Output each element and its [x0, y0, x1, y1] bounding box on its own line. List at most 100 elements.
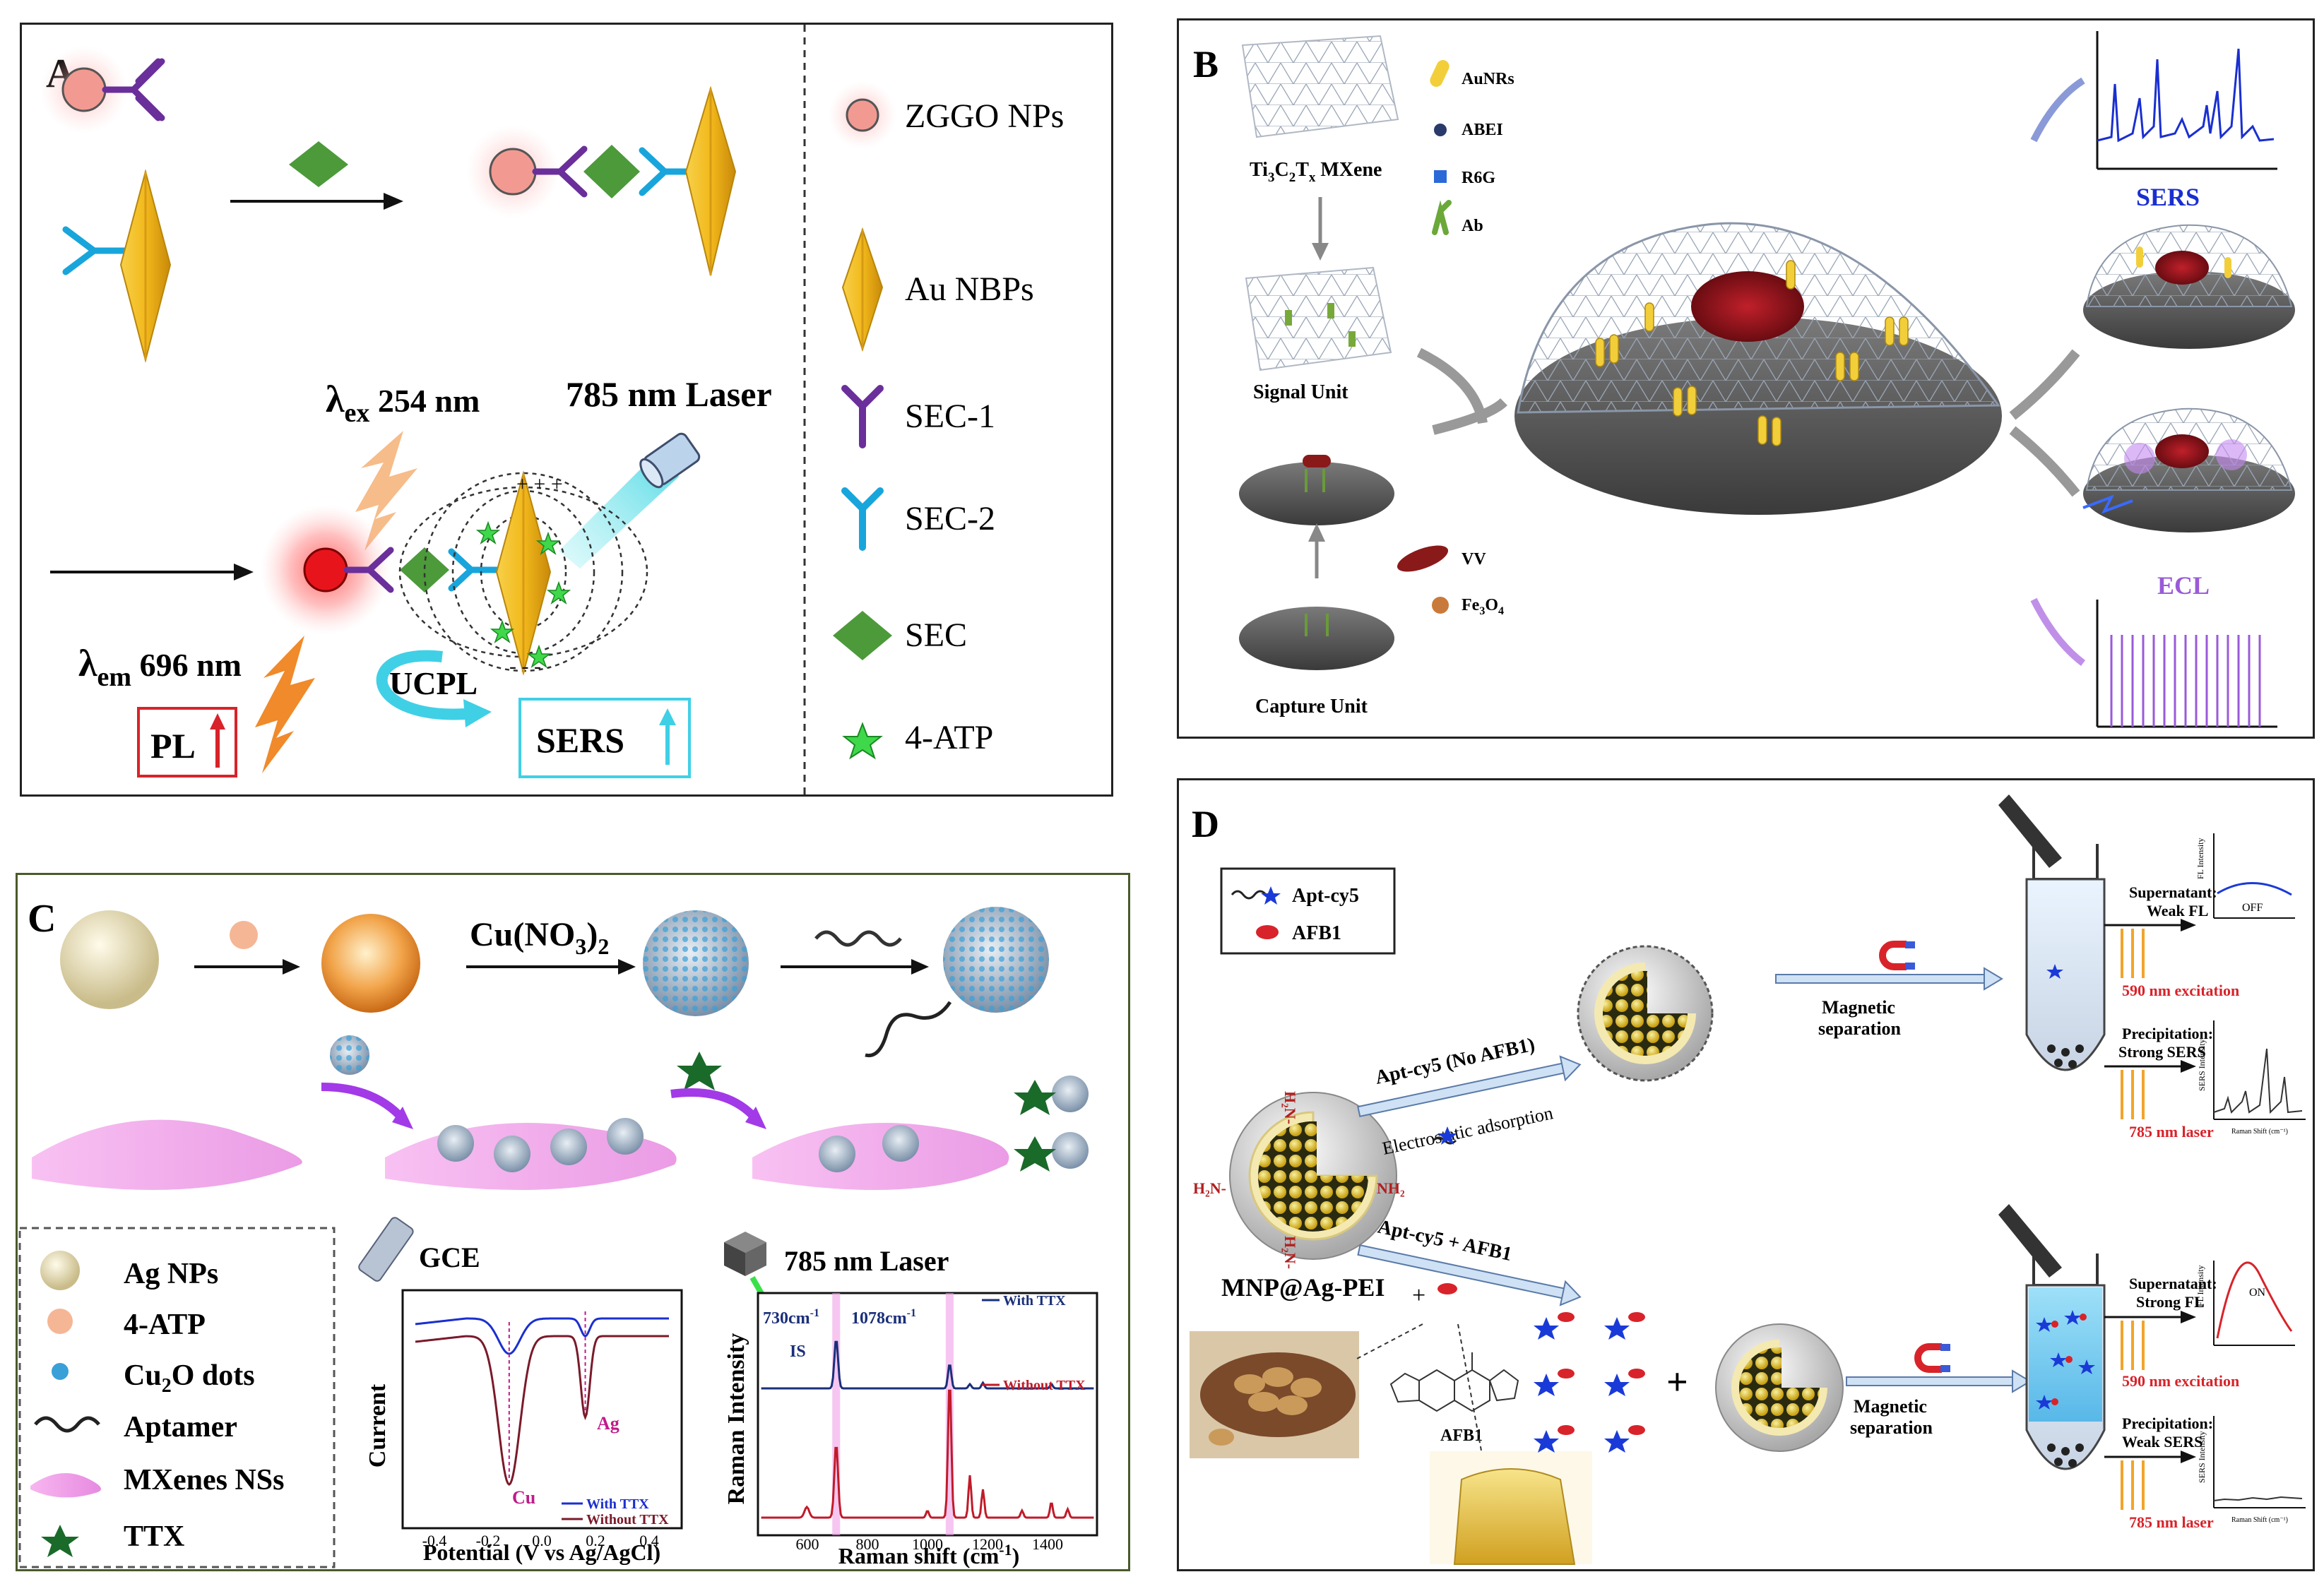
nuts-photo — [1190, 1331, 1359, 1458]
zggo-sec1-conjugate — [40, 46, 165, 133]
top-precip-a: Precipitation: — [2122, 1025, 2213, 1042]
svg-text:+ + +: + + + — [516, 472, 563, 496]
bottom-fl-ylabel: FL Intensity — [2195, 1265, 2205, 1306]
top-excitation: 590 nm excitation — [2122, 982, 2239, 999]
cv-without-ttx-line — [415, 1335, 669, 1486]
raman-tick-5: 1400 — [1032, 1535, 1063, 1553]
mxene-label: Ti3C2Tx MXene — [1250, 159, 1382, 185]
svg-text:4-ATP: 4-ATP — [124, 1309, 206, 1341]
raman-band-730 — [832, 1293, 841, 1535]
cv-chart: Current Potential (V vs Ag/AgCl) -0.4 -0… — [364, 1289, 683, 1565]
gce-label: GCE — [419, 1241, 480, 1273]
mnp-label: MNP@Ag-PEI — [1221, 1273, 1385, 1302]
svg-text:- - -: - - - — [509, 655, 541, 678]
panel-c-letter: C — [28, 897, 56, 941]
magnetic-arrow-top — [1775, 967, 2003, 991]
capture-unit-label: Capture Unit — [1255, 696, 1368, 717]
raman-is-label: IS — [790, 1342, 806, 1361]
atp-dot — [230, 921, 258, 949]
panel-a-diagram: A ZGGO NPs Au NBPs SEC-1 SEC-2 — [40, 25, 1064, 794]
bottom-precip-a: Precipitation: — [2122, 1415, 2213, 1432]
cv-cu-label: Cu — [512, 1487, 535, 1508]
bottom-fl-chart: FL Intensity ON — [2195, 1261, 2295, 1346]
ttx-star — [677, 1052, 722, 1090]
sec-diamond — [289, 141, 348, 187]
ecl-dome — [2082, 407, 2295, 532]
raman-xlabel: Raman shift (cm-1) — [838, 1541, 1020, 1568]
ag-np-sphere — [60, 910, 159, 1009]
legend-zggo: ZGGO NPs — [905, 97, 1064, 135]
panel-b: B Ti3C2Tx MXene Signal Unit Capture Unit… — [1177, 18, 2315, 739]
cv-tick-3: 0.0 — [532, 1532, 552, 1549]
laser-source-icon — [639, 432, 701, 489]
raman-tick-1: 600 — [796, 1535, 819, 1553]
svg-text:Aptamer: Aptamer — [124, 1411, 237, 1443]
mxene-sheet-1 — [32, 1119, 302, 1190]
bottom-sers-chart: SERS Intensity Raman Shift (cm⁻¹) — [2197, 1416, 2306, 1524]
panel-c-diagram: C Cu(NO3)2 Ag NPs 4-ATP Cu2O dots Ap — [18, 897, 1098, 1568]
sers-box — [518, 698, 691, 778]
panel-b-diagram: B Ti3C2Tx MXene Signal Unit Capture Unit… — [1193, 31, 2295, 728]
laser-cube-icon — [724, 1232, 769, 1304]
panel-d-diagram: D Apt-cy5 AFB1 H₂N- H₂N- NH₂ H₂N- MNP@Ag… — [1190, 794, 2306, 1565]
bottom-sers-xlabel: Raman Shift (cm⁻¹) — [2231, 1516, 2288, 1524]
raman-peak2-label: 1078cm-1 — [851, 1307, 916, 1328]
legend-sec1: SEC-1 — [905, 398, 995, 435]
afb1-structure — [1389, 1352, 1519, 1412]
panel-d: D Apt-cy5 AFB1 H₂N- H₂N- NH₂ H₂N- MNP@Ag… — [1177, 778, 2315, 1571]
bottom-precip-b: Weak SERS — [2122, 1433, 2203, 1451]
panel-b-letter: B — [1193, 43, 1219, 85]
aptamer-coated-sphere — [1577, 945, 1714, 1082]
emission-lightning-icon — [255, 636, 315, 773]
nh2-top: H₂N- — [1281, 1091, 1299, 1124]
legend-atp: 4-ATP — [905, 719, 993, 756]
mnp-sphere — [1229, 1092, 1397, 1260]
cv-ylabel: Current — [364, 1383, 391, 1467]
ecl-spectrum — [2096, 600, 2277, 728]
svg-text:ABEI: ABEI — [1462, 121, 1503, 139]
cv-tick-5: 0.4 — [639, 1532, 659, 1549]
magnetic-arrow-bottom — [1846, 1369, 2032, 1393]
svg-text:Ag NPs: Ag NPs — [124, 1258, 218, 1290]
cv-with-ttx-line — [415, 1317, 669, 1355]
mxene-sheet — [1241, 35, 1399, 138]
raman-tick-3: 1000 — [912, 1535, 943, 1553]
cv-tick-4: 0.2 — [586, 1532, 605, 1549]
sers-spectrum — [2096, 31, 2277, 170]
atp-modified-sphere — [321, 914, 420, 1013]
magnetic1-b: separation — [1818, 1018, 1902, 1039]
panel-b-legend: AuNRs ABEI R6G Ab VV Fe3O4 — [1397, 60, 1514, 617]
cv-legend-without: Without TTX — [586, 1512, 669, 1528]
raman-band-1078 — [945, 1293, 954, 1535]
cv-legend-with: With TTX — [586, 1496, 649, 1512]
nh2-left: H₂N- — [1193, 1179, 1226, 1197]
top-sers-chart: SERS Intensity Raman Shift (cm⁻¹) — [2197, 1020, 2306, 1136]
plus-small: + — [1412, 1282, 1425, 1309]
sec2-aunbp-conjugate — [62, 169, 172, 363]
magnetic1-a: Magnetic — [1822, 997, 1895, 1018]
sers-up-arrow-icon — [659, 708, 676, 725]
bottom-sers-ylabel: SERS Intensity — [2197, 1431, 2207, 1483]
legend-sec2: SEC-2 — [905, 500, 995, 537]
electrostatic-label: Electrostatic adsorption — [1380, 1102, 1555, 1159]
oil-photo — [1430, 1451, 1592, 1565]
ucpl-arrow — [376, 650, 475, 720]
bottom-complex: + + + - - - — [261, 470, 648, 678]
panel-a-legend: ZGGO NPs Au NBPs SEC-1 SEC-2 SEC 4-ATP — [829, 81, 1064, 760]
tube-top — [1998, 794, 2106, 1071]
sers-dome — [2083, 224, 2295, 349]
laser-label: 785 nm Laser — [566, 374, 772, 414]
svg-text:Cu2O dots: Cu2O dots — [124, 1359, 255, 1397]
pl-up-arrow-icon — [210, 713, 225, 730]
bottom-laser: 785 nm laser — [2129, 1513, 2214, 1531]
raman-legend-without: Without TTX — [1003, 1378, 1086, 1393]
top-fl-ylabel: FL Intensity — [2195, 838, 2205, 879]
top-fl-off: OFF — [2242, 902, 2263, 914]
panel-c-legend-box — [18, 1227, 336, 1568]
signal-unit-sheet — [1245, 266, 1392, 371]
cv-tick-2: -0.2 — [476, 1532, 501, 1549]
top-sers-xlabel: Raman Shift (cm⁻¹) — [2231, 1128, 2288, 1136]
raman-legend-with: With TTX — [1003, 1293, 1066, 1309]
aptamer-afb1-complexes — [1534, 1312, 1645, 1453]
tube-bottom — [1998, 1204, 2106, 1470]
